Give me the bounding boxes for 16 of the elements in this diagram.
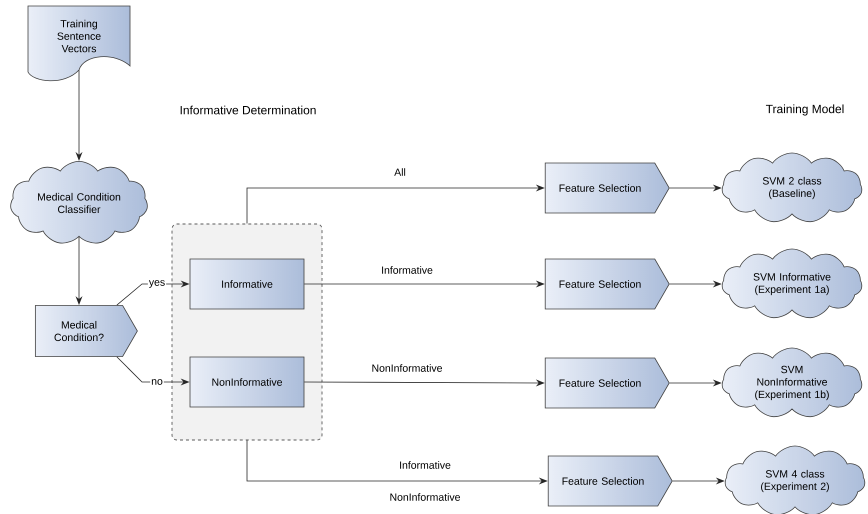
section-heading: Training Model <box>766 104 844 116</box>
edge-label: Informative <box>380 265 434 275</box>
process-box: Feature Selection <box>544 162 670 214</box>
process-box: Informative <box>190 258 304 310</box>
edge-label: no <box>150 378 164 386</box>
process-box: Feature Selection <box>544 358 670 408</box>
section-heading: Informative Determination <box>180 106 316 114</box>
process-box: NonInformative <box>190 356 304 408</box>
edge-label: All <box>393 167 407 177</box>
flow-label: NonInformative <box>390 493 460 501</box>
process-box: Feature Selection <box>548 456 673 506</box>
edge-label: yes <box>148 279 166 289</box>
process-box: Feature Selection <box>544 258 670 310</box>
edge-label: NonInformative <box>370 363 444 373</box>
edge-label: Informative <box>398 460 452 470</box>
process-box: Medical Condition? <box>34 305 138 357</box>
